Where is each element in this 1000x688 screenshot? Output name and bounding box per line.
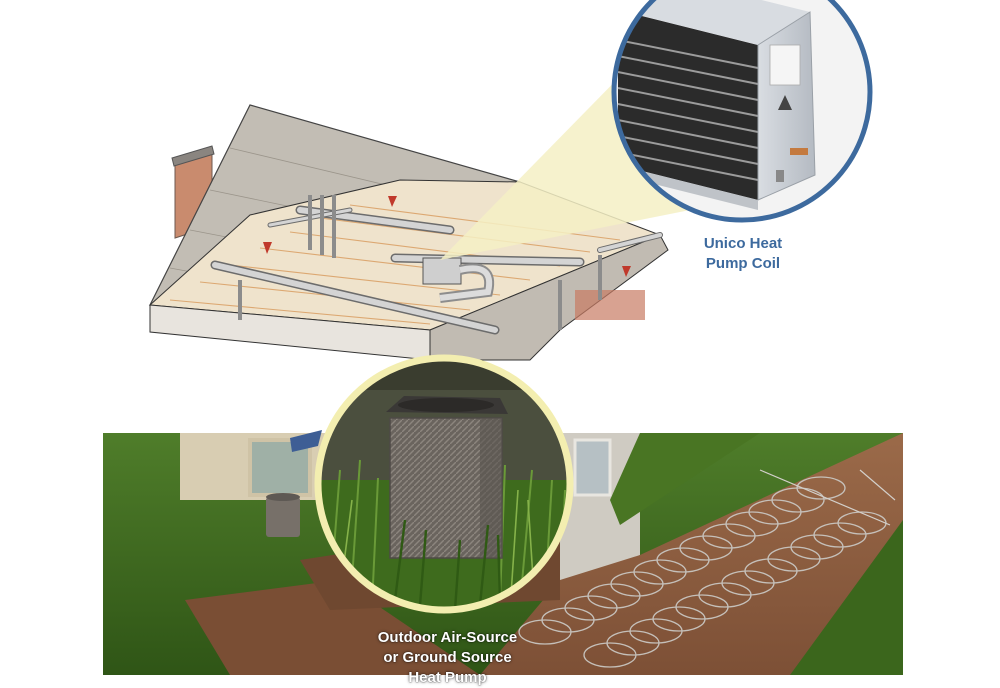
outdoor-unit-label: Outdoor Air-Source or Ground Source Heat… <box>340 628 555 688</box>
coil-label: Unico Heat Pump Coil <box>668 234 818 274</box>
coil-label-line1: Unico Heat <box>703 235 783 252</box>
distant-outdoor-unit <box>266 493 300 537</box>
outdoor-unit-label-line3: Heat Pump <box>408 669 487 686</box>
outdoor-unit-label-line1: Outdoor Air-Source <box>377 629 518 646</box>
heat-pump-coil-image <box>611 0 873 223</box>
outdoor-unit-label-line2: or Ground Source <box>383 649 512 666</box>
ground-loop-coils <box>518 476 887 668</box>
coil-label-line2: Pump Coil <box>705 255 781 272</box>
